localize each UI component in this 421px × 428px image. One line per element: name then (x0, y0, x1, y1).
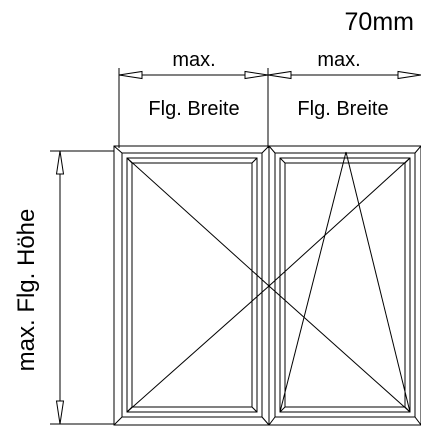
left-width-label-bottom: Flg. Breite (148, 98, 239, 120)
right-width-label-bottom: Flg. Breite (297, 98, 388, 120)
left-sash (113, 145, 270, 426)
right-sash-tilt-line (345, 151, 411, 413)
right-width-label-top: max. (317, 49, 360, 71)
height-dimension-lines (50, 150, 114, 425)
height-label: max. Flg. Höhe (13, 209, 40, 372)
left-sash-opening-line (126, 285, 270, 413)
left-width-label-top: max. (172, 49, 215, 71)
width-dimension-lines (118, 68, 421, 148)
right-sash-opening-line (268, 285, 411, 413)
profile-depth-label: 70mm (345, 8, 414, 36)
left-sash-opening-line (126, 157, 270, 287)
right-sash-opening-line (268, 157, 411, 287)
right-sash (268, 145, 421, 426)
right-sash-tilt-line (279, 151, 347, 413)
